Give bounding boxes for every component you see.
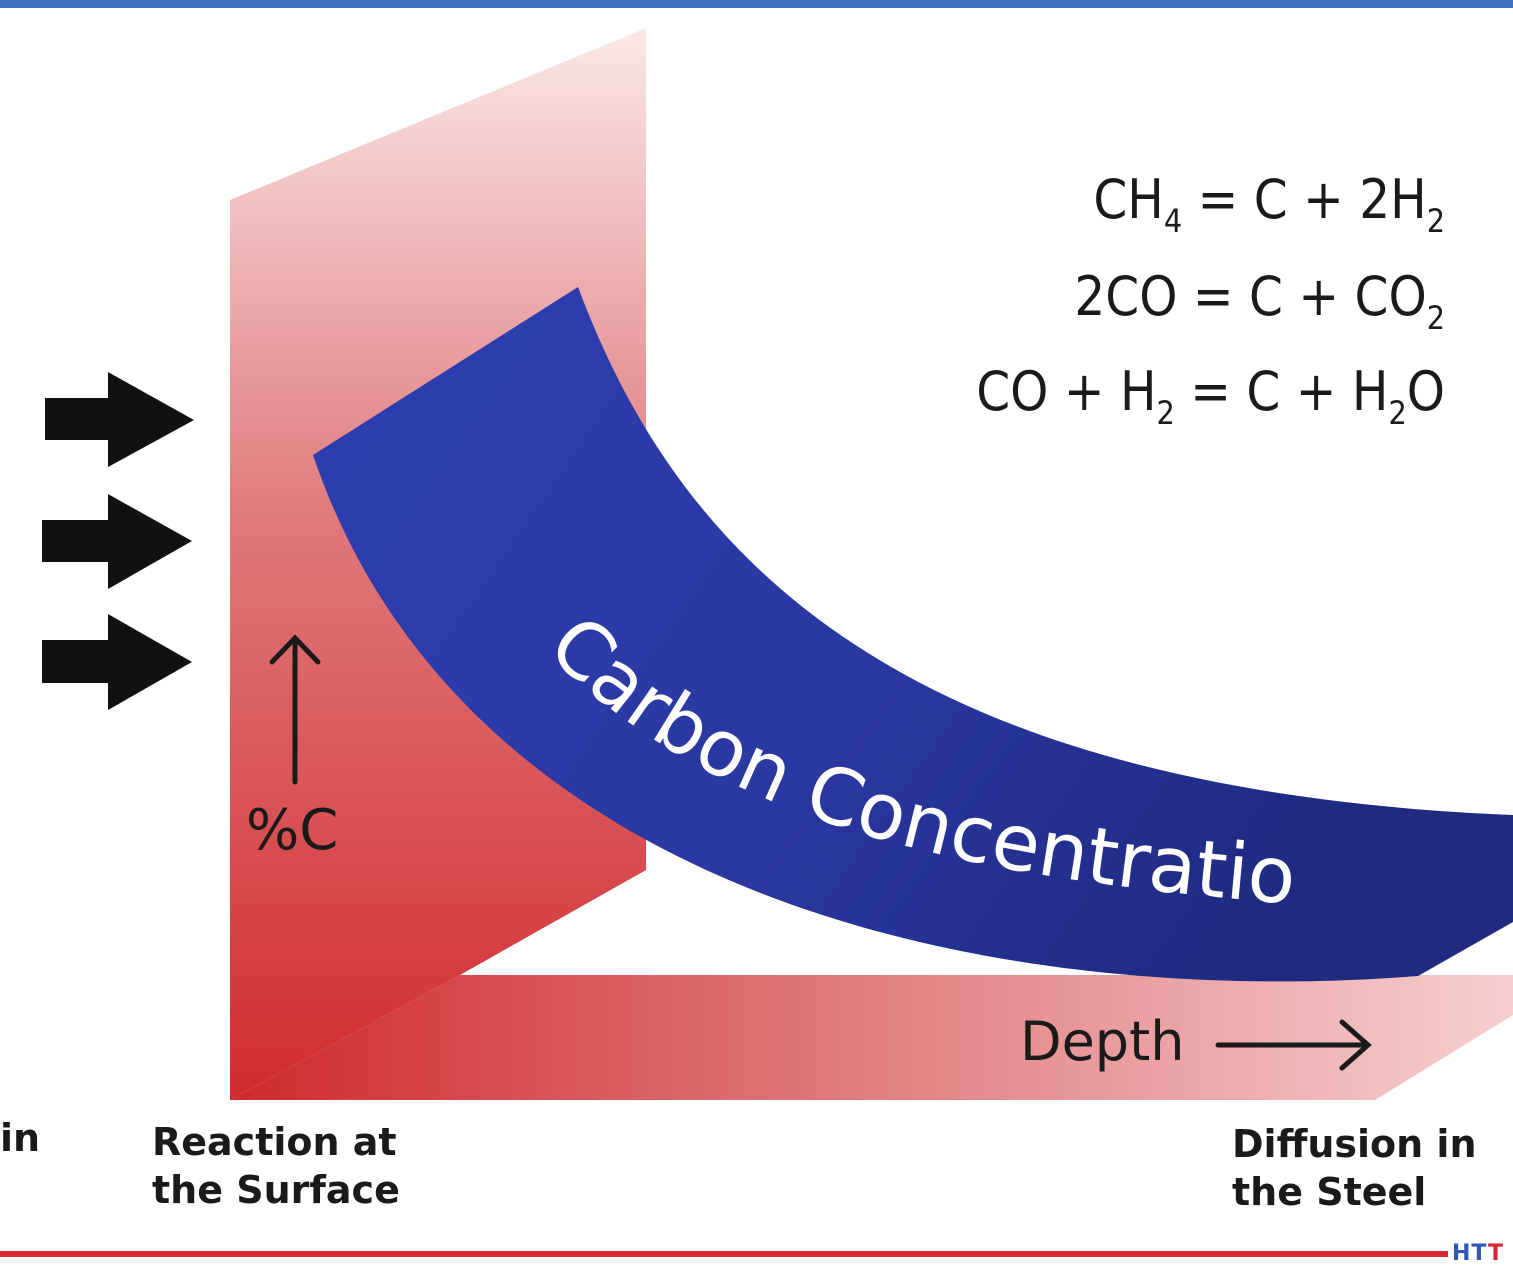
- bottom-border: [0, 1251, 1448, 1257]
- steel-label: Diffusion in the Steel: [1232, 1120, 1477, 1216]
- y-axis-label: %C: [246, 798, 339, 863]
- cut-off-label: in: [0, 1116, 41, 1160]
- arrow-icon: [42, 614, 192, 710]
- top-border: [0, 0, 1513, 8]
- htt-logo: HTT: [1452, 1241, 1504, 1266]
- equation-1: CH4 = C + 2H2: [1093, 168, 1445, 240]
- surface-label-line-2: the Surface: [152, 1168, 400, 1212]
- surface-label-line-1: Reaction at: [152, 1120, 397, 1164]
- arrow-icon: [45, 372, 194, 467]
- x-axis-label: Depth: [1020, 1010, 1185, 1073]
- carbon-concentration-curve: [313, 287, 1513, 982]
- arrow-icon: [42, 494, 192, 589]
- equation-2: 2CO = C + CO2: [1074, 265, 1445, 337]
- steel-label-line-1: Diffusion in: [1232, 1122, 1477, 1166]
- surface-label: Reaction at the Surface: [152, 1118, 400, 1214]
- steel-floor-plane: [230, 975, 1513, 1100]
- steel-label-line-2: the Steel: [1232, 1170, 1427, 1214]
- equation-3: CO + H2 = C + H2O: [976, 360, 1445, 432]
- up-arrow-icon: [269, 634, 321, 785]
- right-arrow-icon: [1215, 1019, 1372, 1071]
